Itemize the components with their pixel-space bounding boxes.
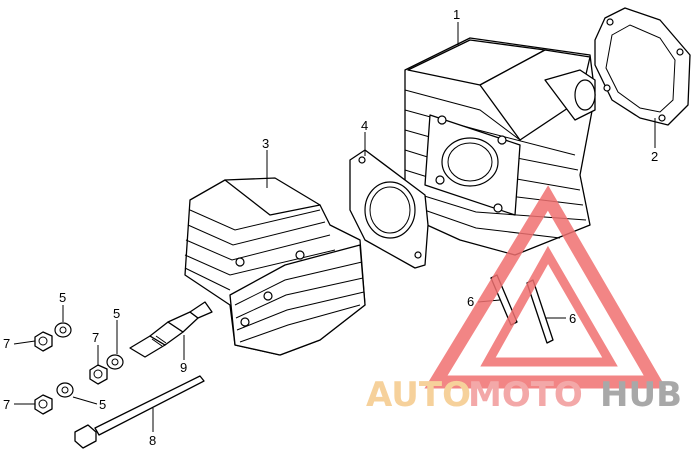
callout-6a: 6 [467, 294, 474, 309]
callout-6b: 6 [569, 311, 576, 326]
callout-7c: 7 [3, 397, 10, 412]
base-gasket [349, 149, 429, 269]
callout-5c: 5 [99, 397, 106, 412]
watermark: AUTO MOTO HUB [366, 185, 682, 415]
callout-7a: 7 [3, 336, 10, 351]
cylinder-block [404, 37, 596, 256]
watermark-triangle-logo [424, 185, 667, 389]
watermark-auto: AUTO [366, 375, 471, 415]
callout-4: 4 [361, 118, 368, 133]
head-gasket [594, 7, 691, 126]
nut-7c [34, 394, 53, 415]
watermark-moto: MOTO [468, 375, 583, 415]
long-bolt [74, 375, 205, 449]
callout-2: 2 [651, 149, 658, 164]
watermark-hub: HUB [600, 375, 682, 415]
callout-labels: 1 2 3 4 5 5 5 6 6 7 7 7 8 9 [3, 7, 658, 448]
cylinder-head [184, 177, 366, 356]
nut-7b [89, 364, 108, 385]
callout-5a: 5 [59, 290, 66, 305]
spark-plug [129, 301, 213, 358]
washer-5b [106, 354, 124, 370]
washer-5c [56, 382, 74, 398]
callout-5b: 5 [113, 306, 120, 321]
callout-7b: 7 [92, 330, 99, 345]
callout-8: 8 [149, 433, 156, 448]
nut-7a [34, 331, 53, 352]
washer-5a [54, 322, 72, 338]
callout-3: 3 [262, 136, 269, 151]
callout-9: 9 [180, 360, 187, 375]
callout-1: 1 [453, 7, 460, 22]
